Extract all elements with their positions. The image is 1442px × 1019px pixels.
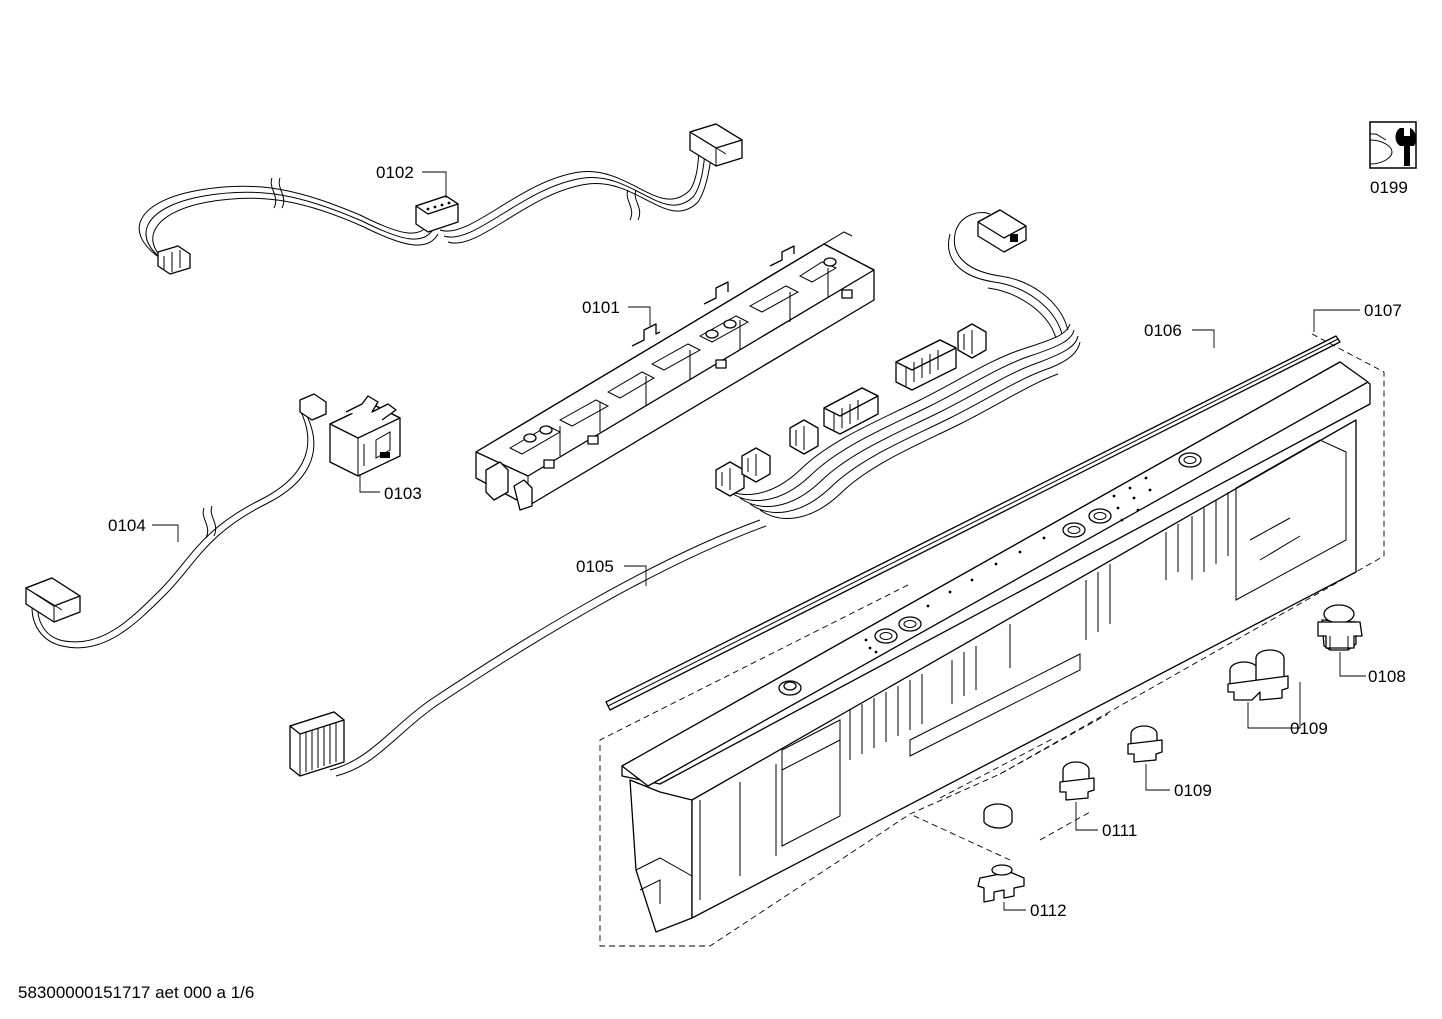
seal-strip-0106[interactable] [605, 335, 1341, 711]
control-module-0101[interactable] [475, 231, 875, 511]
label-0105: 0105 [576, 557, 614, 576]
label-0103: 0103 [384, 484, 422, 503]
holder-0112[interactable] [977, 864, 1025, 903]
cable-0104[interactable] [25, 393, 327, 649]
label-0112: 0112 [1030, 901, 1067, 920]
wiring-harness-0105[interactable] [289, 209, 1081, 777]
button-0108[interactable] [1317, 604, 1363, 651]
label-0101: 0101 [582, 298, 620, 317]
cable-harness-0102[interactable] [138, 123, 743, 275]
label-0107: 0107 [1364, 301, 1402, 320]
label-0102: 0102 [376, 163, 414, 182]
label-0109a: 0109 [1290, 719, 1328, 738]
label-0104: 0104 [108, 516, 146, 535]
button-0109-double[interactable] [1227, 649, 1289, 701]
button-0111[interactable] [1059, 761, 1095, 801]
document-id-footer: 58300000151717 aet 000 a 1/6 [18, 983, 254, 1002]
leader-lines [152, 171, 1366, 911]
label-0199: 0199 [1370, 178, 1408, 197]
label-0106: 0106 [1144, 321, 1182, 340]
button-0109-single[interactable] [1127, 725, 1163, 763]
switch-0103[interactable] [329, 395, 401, 477]
label-0109b: 0109 [1174, 781, 1212, 800]
control-panel-0107[interactable] [599, 333, 1385, 947]
label-0108: 0108 [1368, 667, 1406, 686]
wrench-nut-icon [1369, 121, 1417, 169]
label-0111: 0111 [1102, 821, 1137, 840]
cap-0111-loose[interactable] [983, 803, 1013, 829]
